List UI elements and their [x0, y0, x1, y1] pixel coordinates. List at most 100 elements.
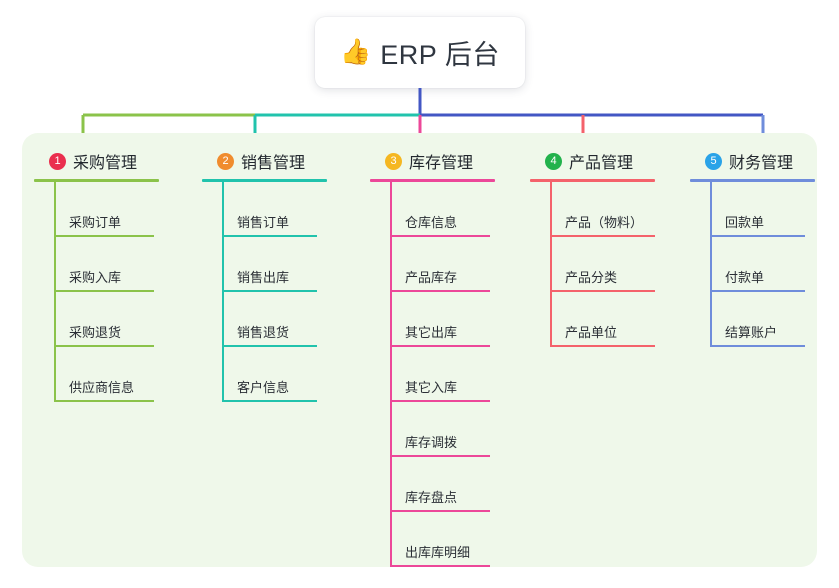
module-title-3: 库存管理 [409, 155, 474, 172]
menu-item-rule [54, 345, 154, 347]
menu-item[interactable]: 其它入库 [390, 347, 530, 402]
menu-item-label: 产品库存 [405, 270, 458, 285]
module-header-3[interactable]: 3 库存管理 [370, 148, 530, 174]
menu-item[interactable]: 销售退货 [222, 292, 357, 347]
module-items-5: 回款单付款单结算账户 [690, 182, 839, 347]
menu-item-label: 结算账户 [725, 325, 778, 340]
menu-item[interactable]: 出库库明细 [390, 512, 530, 567]
menu-item-rule [222, 235, 317, 237]
menu-item-rule [222, 345, 317, 347]
menu-item[interactable]: 产品库存 [390, 237, 530, 292]
menu-item[interactable]: 回款单 [710, 182, 839, 237]
menu-item-label: 客户信息 [237, 380, 290, 395]
menu-item[interactable]: 产品单位 [550, 292, 690, 347]
module-items-3: 仓库信息产品库存其它出库其它入库库存调拨库存盘点出库库明细 [370, 182, 530, 567]
menu-item[interactable]: 库存盘点 [390, 457, 530, 512]
menu-item-rule [54, 400, 154, 402]
menu-item-label: 采购订单 [69, 215, 122, 230]
menu-item[interactable]: 付款单 [710, 237, 839, 292]
menu-item[interactable]: 供应商信息 [54, 347, 189, 402]
menu-item[interactable]: 采购退货 [54, 292, 189, 347]
module-header-2[interactable]: 2 销售管理 [202, 148, 357, 174]
module-header-1[interactable]: 1 采购管理 [34, 148, 189, 174]
module-title-4: 产品管理 [569, 155, 634, 172]
menu-item-rule [390, 565, 490, 567]
module-title-2: 销售管理 [241, 155, 306, 172]
module-badge-5: 5 [705, 152, 722, 170]
module-header-5[interactable]: 5 财务管理 [690, 148, 839, 174]
menu-item[interactable]: 结算账户 [710, 292, 839, 347]
menu-item-rule [390, 400, 490, 402]
module-items-2: 销售订单销售出库销售退货客户信息 [202, 182, 357, 402]
thumbs-up-icon: 👍 [340, 38, 372, 66]
module-column-2: 2 销售管理销售订单销售出库销售退货客户信息 [202, 148, 357, 402]
menu-item-label: 销售退货 [237, 325, 290, 340]
module-header-rule-1 [34, 179, 159, 182]
menu-item-rule [54, 290, 154, 292]
menu-item-rule [390, 455, 490, 457]
menu-item-rule [710, 345, 805, 347]
menu-item-rule [550, 235, 655, 237]
menu-item[interactable]: 产品（物料） [550, 182, 690, 237]
menu-item-label: 出库库明细 [405, 545, 471, 560]
menu-item-label: 付款单 [725, 270, 765, 285]
module-spine-4 [550, 182, 552, 347]
menu-item-rule [390, 235, 490, 237]
module-badge-3: 3 [385, 152, 402, 170]
menu-item-rule [390, 510, 490, 512]
menu-item-rule [222, 290, 317, 292]
module-column-4: 4 产品管理产品（物料） 产品分类产品单位 [530, 148, 690, 347]
root-node-erp-backend[interactable]: 👍 ERP 后台 [315, 17, 525, 88]
module-header-rule-5 [690, 179, 815, 182]
menu-item[interactable]: 销售出库 [222, 237, 357, 292]
menu-item-rule [390, 345, 490, 347]
module-spine-2 [222, 182, 224, 402]
menu-item-rule [390, 290, 490, 292]
module-badge-4: 4 [545, 152, 562, 170]
module-column-3: 3 库存管理仓库信息产品库存其它出库其它入库库存调拨库存盘点出库库明细 [370, 148, 530, 567]
module-badge-2: 2 [217, 152, 234, 170]
modules-board [22, 133, 817, 567]
menu-item[interactable]: 其它出库 [390, 292, 530, 347]
menu-item-label: 产品分类 [565, 270, 618, 285]
menu-item-rule [550, 290, 655, 292]
menu-item-label: 库存调拨 [405, 435, 458, 450]
menu-item[interactable]: 客户信息 [222, 347, 357, 402]
module-items-4: 产品（物料） 产品分类产品单位 [530, 182, 690, 347]
menu-item-rule [710, 235, 805, 237]
menu-item[interactable]: 产品分类 [550, 237, 690, 292]
module-spine-1 [54, 182, 56, 402]
menu-item-rule [710, 290, 805, 292]
menu-item-label: 销售订单 [237, 215, 290, 230]
module-badge-1: 1 [49, 152, 66, 170]
module-header-rule-2 [202, 179, 327, 182]
menu-item-label: 采购入库 [69, 270, 122, 285]
module-header-rule-4 [530, 179, 655, 182]
menu-item-label: 采购退货 [69, 325, 122, 340]
root-node-label: ERP 后台 [380, 40, 500, 70]
menu-item-label: 供应商信息 [69, 380, 135, 395]
module-column-1: 1 采购管理采购订单采购入库采购退货供应商信息 [34, 148, 189, 402]
module-title-1: 采购管理 [73, 155, 138, 172]
menu-item-label: 库存盘点 [405, 490, 458, 505]
menu-item-label: 产品（物料） [565, 215, 644, 230]
menu-item[interactable]: 采购订单 [54, 182, 189, 237]
menu-item-label: 其它出库 [405, 325, 458, 340]
menu-item[interactable]: 销售订单 [222, 182, 357, 237]
menu-item-rule [222, 400, 317, 402]
menu-item[interactable]: 库存调拨 [390, 402, 530, 457]
menu-item[interactable]: 采购入库 [54, 237, 189, 292]
module-spine-3 [390, 182, 392, 567]
module-title-5: 财务管理 [729, 155, 794, 172]
menu-item-label: 仓库信息 [405, 215, 458, 230]
module-spine-5 [710, 182, 712, 347]
module-header-4[interactable]: 4 产品管理 [530, 148, 690, 174]
menu-item-label: 其它入库 [405, 380, 458, 395]
menu-item-rule [550, 345, 655, 347]
menu-item-rule [54, 235, 154, 237]
module-header-rule-3 [370, 179, 495, 182]
menu-item[interactable]: 仓库信息 [390, 182, 530, 237]
module-column-5: 5 财务管理回款单付款单结算账户 [690, 148, 839, 347]
menu-item-label: 回款单 [725, 215, 765, 230]
